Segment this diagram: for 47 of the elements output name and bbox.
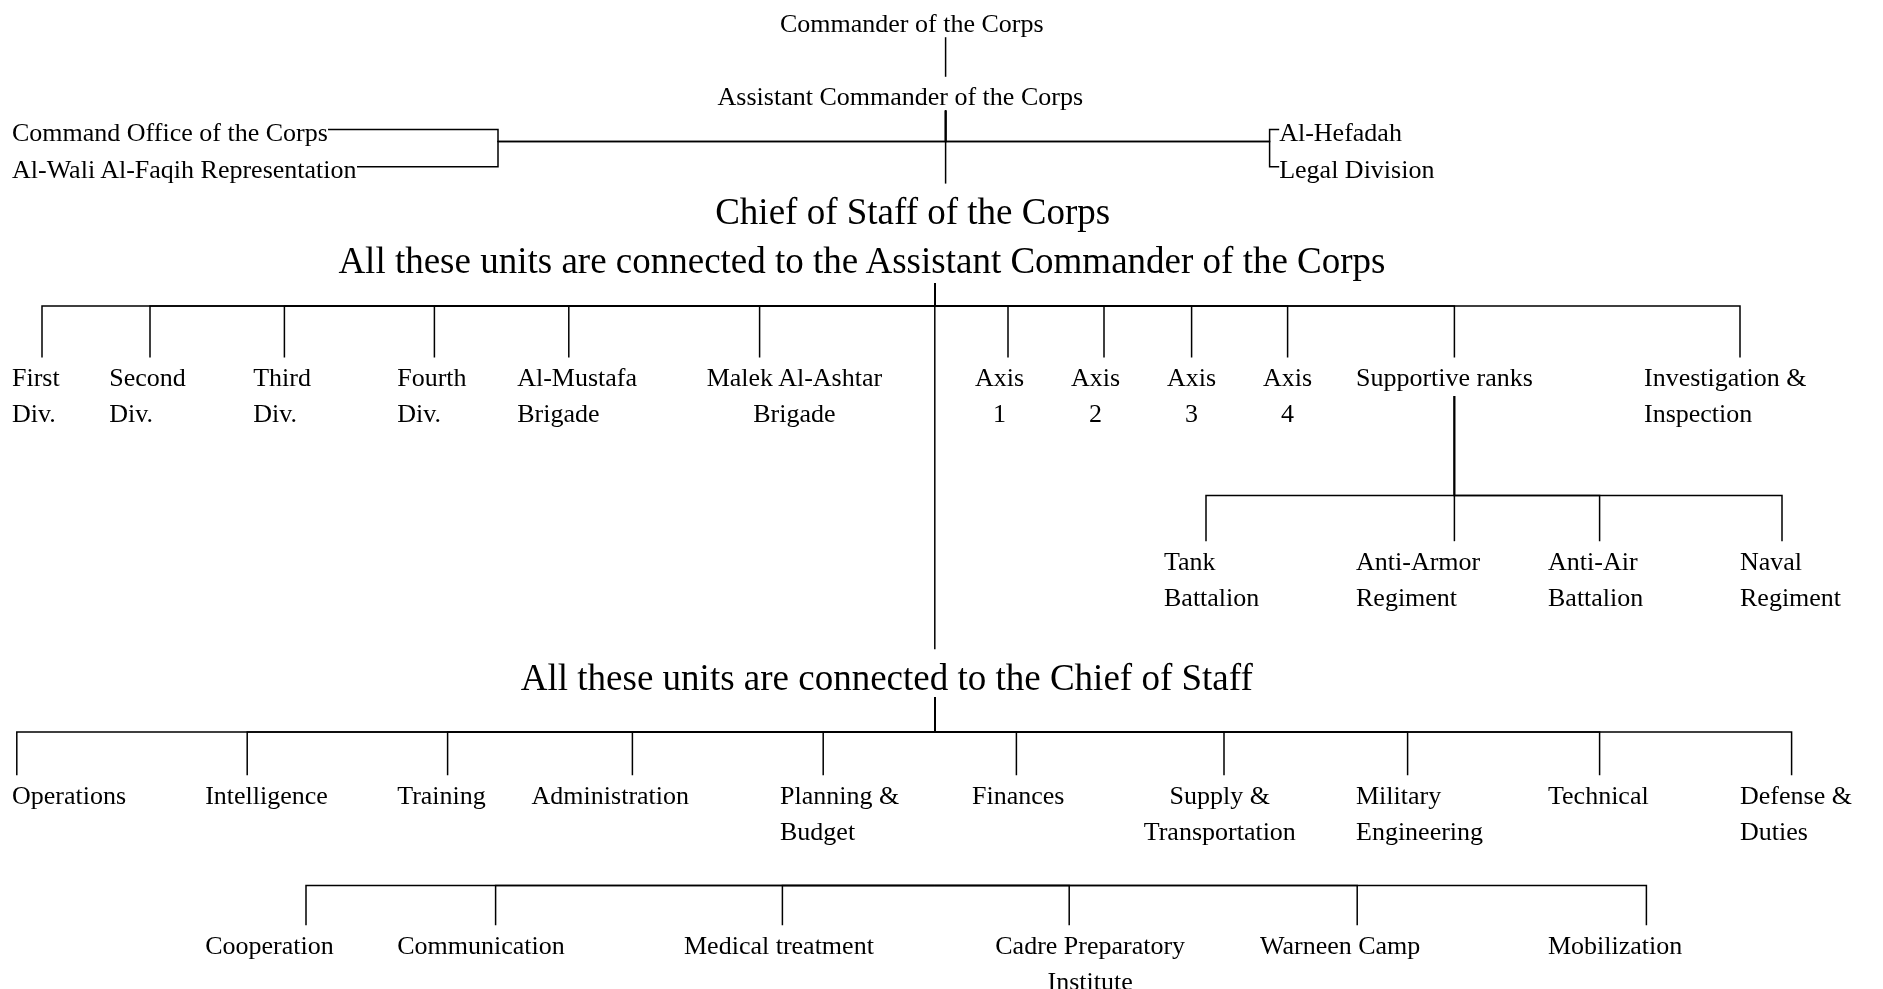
connector-line: [934, 884, 1648, 926]
unit-label: Training: [397, 777, 486, 814]
connector-line: [781, 884, 936, 926]
connector-line: [1453, 395, 1783, 542]
unit-label: Axis 3: [1161, 360, 1222, 433]
unit-label: Fourth Div.: [397, 360, 488, 433]
unit-label: Second Div.: [109, 360, 206, 433]
unit-label: Al-Mustafa Brigade: [517, 360, 671, 433]
connector-line: [934, 696, 1793, 776]
unit-label: Legal Division: [1279, 152, 1435, 189]
unit-label: Supportive ranks: [1356, 360, 1533, 397]
unit-label: Operations: [12, 777, 127, 814]
connector-line: [944, 36, 947, 78]
unit-label: Mobilization: [1548, 927, 1683, 964]
unit-label: Malek Al-Ashtar Brigade: [679, 360, 910, 433]
unit-label: Defense & Duties: [1740, 777, 1860, 851]
unit-label: Axis 2: [1065, 360, 1126, 433]
unit-label: Naval Regiment: [1740, 543, 1872, 617]
unit-label: Tank Battalion: [1164, 543, 1284, 617]
unit-label: Al-Wali Al-Faqih Representation: [12, 152, 357, 189]
connector-line: [934, 282, 936, 650]
unit-label: Assistant Commander of the Corps: [717, 79, 1083, 116]
unit-label: Planning & Budget: [780, 777, 934, 851]
unit-label: Anti-Armor Regiment: [1356, 543, 1518, 617]
unit-label: Axis 1: [969, 360, 1030, 433]
unit-label: Administration: [531, 777, 690, 814]
unit-label: Military Engineering: [1356, 777, 1518, 851]
unit-label: First Div.: [12, 360, 84, 433]
unit-label: Anti-Air Battalion: [1548, 543, 1680, 617]
unit-label: Commander of the Corps: [780, 6, 1044, 43]
heading-text: All these units are connected to the Chief of Staff: [520, 651, 1253, 704]
unit-label: Supply & Transportation: [1120, 777, 1319, 851]
unit-label: Investigation & Inspection: [1644, 360, 1858, 433]
unit-label: Communication: [397, 927, 565, 964]
unit-label: Medical treatment: [684, 927, 874, 964]
unit-label: Warneen Camp: [1260, 927, 1421, 964]
unit-label: Axis 4: [1257, 360, 1318, 433]
unit-label: Finances: [972, 777, 1065, 814]
unit-label: Third Div.: [253, 360, 328, 433]
unit-label: Al-Hefadah: [1279, 115, 1402, 152]
connector-line: [944, 109, 1280, 168]
unit-label: Intelligence: [205, 777, 328, 814]
unit-label: Cooperation: [205, 927, 334, 964]
unit-label: Technical: [1548, 777, 1649, 814]
unit-label: Command Office of the Corps: [12, 115, 328, 152]
heading-text: All these units are connected to the Assistant Commander of the Corps: [338, 235, 1386, 287]
heading-text: Chief of Staff of the Corps: [715, 186, 1111, 238]
